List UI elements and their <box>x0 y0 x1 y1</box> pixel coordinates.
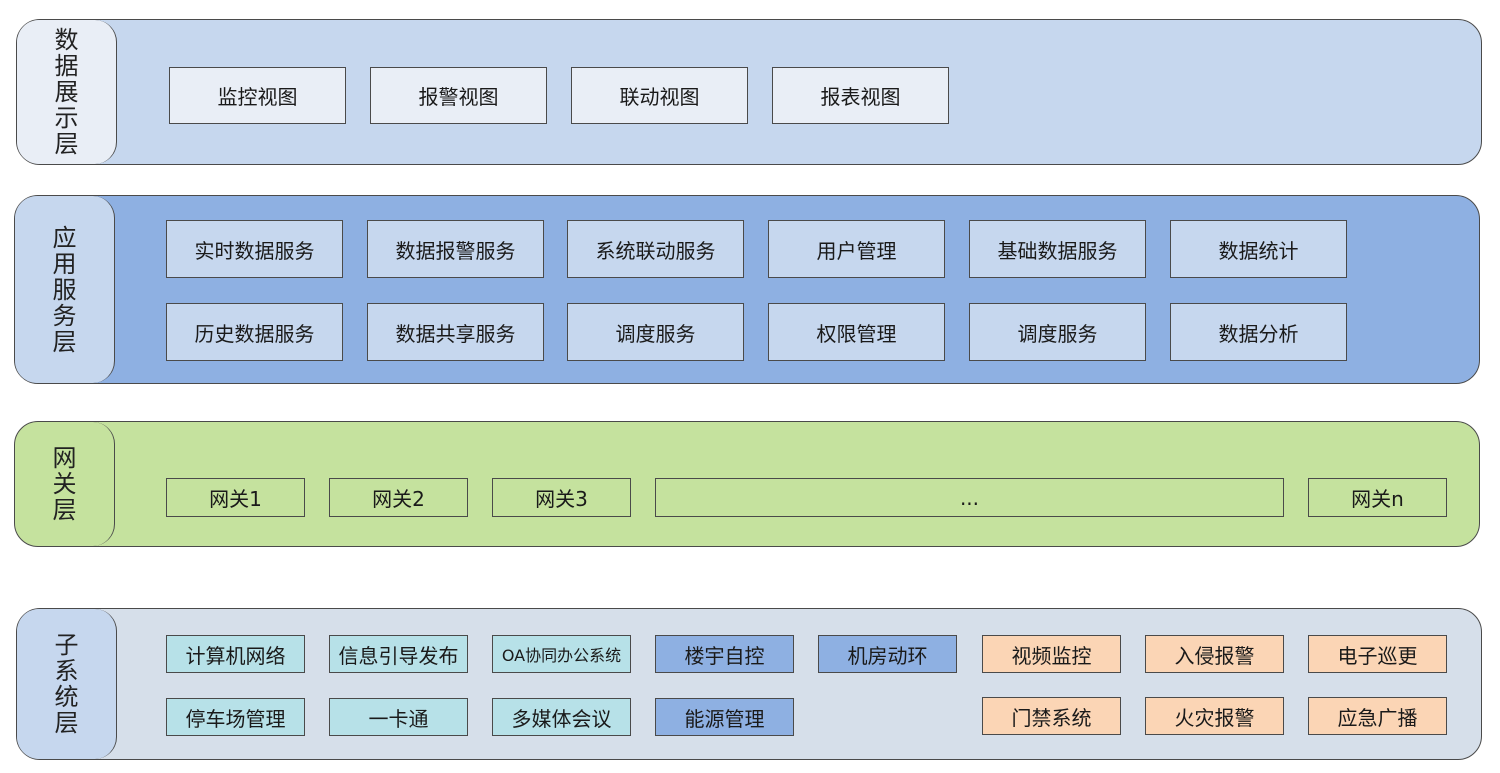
service-box: 系统联动服务 <box>567 220 744 278</box>
layer-title: 应用服务层 <box>52 223 77 356</box>
app-service-layer: 应用服务层 实时数据服务 数据报警服务 系统联动服务 用户管理 基础数据服务 数… <box>14 195 1480 384</box>
gateway-box: 网关n <box>1308 478 1447 517</box>
linkage-view-box: 联动视图 <box>571 67 748 124</box>
gateway-box: 网关3 <box>492 478 631 517</box>
subsystem-box: 信息引导发布 <box>329 635 468 673</box>
gateway-box: 网关2 <box>329 478 468 517</box>
service-box: 数据分析 <box>1170 303 1347 361</box>
gateway-box: 网关1 <box>166 478 305 517</box>
subsystem-box: 一卡通 <box>329 698 468 736</box>
service-box: 用户管理 <box>768 220 945 278</box>
subsystem-box: 应急广播 <box>1308 697 1447 735</box>
monitor-view-box: 监控视图 <box>169 67 346 124</box>
service-box: 数据统计 <box>1170 220 1347 278</box>
subsystem-box: OA协同办公系统 <box>492 635 631 673</box>
subsystem-box: 火灾报警 <box>1145 697 1284 735</box>
layer-label: 网关层 <box>15 422 115 546</box>
alarm-view-box: 报警视图 <box>370 67 547 124</box>
subsystem-box: 能源管理 <box>655 698 794 736</box>
gateway-layer: 网关层 网关1 网关2 网关3 ... 网关n <box>14 421 1480 547</box>
subsystem-box: 楼宇自控 <box>655 635 794 673</box>
service-box: 数据共享服务 <box>367 303 544 361</box>
service-box: 数据报警服务 <box>367 220 544 278</box>
gateway-ellipsis-box: ... <box>655 478 1284 517</box>
layer-label: 数据展示层 <box>17 20 117 164</box>
layer-title: 网关层 <box>52 444 77 524</box>
data-display-layer: 数据展示层 监控视图 报警视图 联动视图 报表视图 <box>16 19 1482 165</box>
subsystem-box: 机房动环 <box>818 635 957 673</box>
service-box: 实时数据服务 <box>166 220 343 278</box>
subsystem-box: 多媒体会议 <box>492 698 631 736</box>
subsystem-box: 视频监控 <box>982 635 1121 673</box>
layer-label: 子系统层 <box>17 609 117 759</box>
service-box: 历史数据服务 <box>166 303 343 361</box>
service-box: 权限管理 <box>768 303 945 361</box>
service-box: 基础数据服务 <box>969 220 1146 278</box>
subsystem-layer: 子系统层 计算机网络 信息引导发布 OA协同办公系统 楼宇自控 机房动环 视频监… <box>16 608 1482 760</box>
layer-title: 子系统层 <box>54 631 79 737</box>
report-view-box: 报表视图 <box>772 67 949 124</box>
subsystem-box: 停车场管理 <box>166 698 305 736</box>
service-box: 调度服务 <box>969 303 1146 361</box>
subsystem-box: 电子巡更 <box>1308 635 1447 673</box>
layer-title: 数据展示层 <box>54 26 79 158</box>
subsystem-box: 入侵报警 <box>1145 635 1284 673</box>
service-box: 调度服务 <box>567 303 744 361</box>
layer-label: 应用服务层 <box>15 196 115 383</box>
subsystem-box: 计算机网络 <box>166 635 305 673</box>
subsystem-box: 门禁系统 <box>982 697 1121 735</box>
